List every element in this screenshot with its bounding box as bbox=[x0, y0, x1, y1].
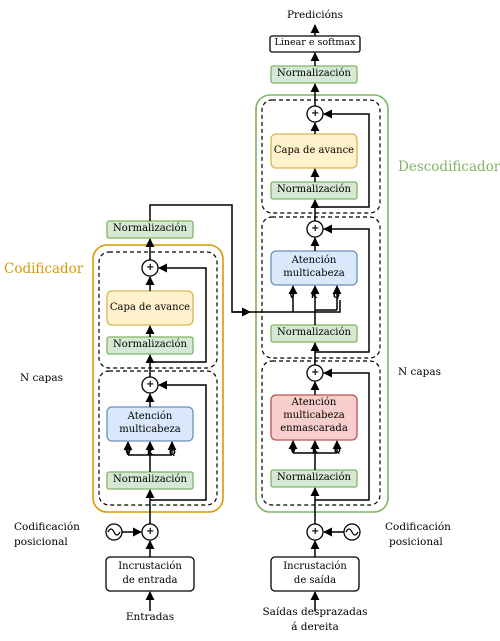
decoder-masked-line2: multicabeza bbox=[283, 410, 345, 421]
decoder-embedding-line2: de saída bbox=[293, 575, 337, 586]
decoder-final-norm-box bbox=[270, 65, 358, 84]
encoder-v-label: V bbox=[125, 448, 132, 457]
plus-enc-pos: + bbox=[146, 526, 155, 537]
encoder-title: Codificador bbox=[4, 261, 84, 277]
predictions-label: Predicións bbox=[286, 9, 344, 21]
encoder-embedding-line1: Incrustación bbox=[118, 561, 182, 572]
encoder-pos-enc-icon bbox=[105, 523, 123, 541]
encoder-frame bbox=[92, 244, 224, 513]
decoder-cross-line1: Atención bbox=[291, 255, 337, 266]
plus-dec-cross: + bbox=[311, 223, 320, 234]
decoder-title: Descodificador bbox=[398, 159, 500, 175]
decoder-masked-line3: enmascarada bbox=[280, 423, 348, 434]
n-layers-encoder-label: N capas bbox=[20, 372, 64, 384]
decoder-cross-v-label: V bbox=[289, 291, 296, 300]
decoder-cross-line2: multicabeza bbox=[283, 268, 345, 279]
encoder-attention-line2: multicabeza bbox=[119, 424, 181, 435]
decoder-norm-masked-box bbox=[270, 469, 358, 488]
decoder-ff-sublayer bbox=[261, 99, 381, 214]
decoder-cross-sublayer bbox=[261, 216, 381, 359]
decoder-feedforward-box bbox=[270, 133, 358, 169]
encoder-norm-ff-label: Normalización bbox=[113, 339, 187, 350]
encoder-k-label: K bbox=[147, 448, 154, 457]
decoder-v-label: V bbox=[290, 446, 297, 455]
encoder-attention-line1: Atención bbox=[127, 411, 173, 422]
inputs-label: Entradas bbox=[125, 611, 175, 623]
plus-dec-pos: + bbox=[311, 526, 320, 537]
encoder-attn-sublayer bbox=[98, 370, 218, 506]
decoder-feedforward-label: Capa de avance bbox=[273, 145, 355, 156]
decoder-masked-sublayer bbox=[261, 360, 381, 506]
decoder-norm-masked-label: Normalización bbox=[277, 472, 351, 483]
encoder-ff-sublayer bbox=[98, 251, 218, 369]
encoder-q-label: Q bbox=[169, 448, 176, 457]
pos-enc-right-line2: posicional bbox=[389, 536, 443, 548]
decoder-masked-line1: Atención bbox=[291, 397, 337, 408]
decoder-q-label: Q bbox=[334, 446, 341, 455]
decoder-norm-cross-label: Normalización bbox=[277, 327, 351, 338]
outputs-label-line1: Saídas desprazadas bbox=[262, 606, 368, 618]
pos-enc-left-line1: Codificación bbox=[14, 521, 80, 533]
decoder-frame bbox=[255, 94, 389, 513]
outputs-label-line2: á dereita bbox=[291, 621, 339, 633]
decoder-pos-enc-icon bbox=[343, 523, 361, 541]
plus-enc-attn: + bbox=[146, 379, 155, 390]
decoder-final-norm-label: Normalización bbox=[277, 68, 351, 79]
decoder-k-label: K bbox=[312, 446, 319, 455]
pos-enc-left-line2: posicional bbox=[14, 536, 68, 548]
decoder-embedding-line1: Incrustación bbox=[283, 561, 347, 572]
decoder-norm-ff-box bbox=[270, 181, 358, 200]
decoder-cross-q-label: Q bbox=[333, 291, 340, 300]
plus-dec-masked: + bbox=[311, 367, 320, 378]
decoder-norm-ff-label: Normalización bbox=[277, 184, 351, 195]
decoder-cross-k-label: K bbox=[311, 291, 318, 300]
plus-enc-ff: + bbox=[146, 262, 155, 273]
pos-enc-right-line1: Codificación bbox=[385, 521, 451, 533]
decoder-masked-attention-box bbox=[270, 394, 358, 441]
decoder-norm-cross-box bbox=[270, 324, 358, 343]
encoder-final-norm-label: Normalización bbox=[113, 223, 187, 234]
n-layers-decoder-label: N capas bbox=[398, 366, 442, 378]
decoder-cross-attention-box bbox=[270, 250, 358, 286]
encoder-norm-attn-label: Normalización bbox=[113, 474, 187, 485]
encoder-feedforward-label: Capa de avance bbox=[109, 302, 191, 313]
linear-softmax-label: Linear e softmax bbox=[274, 37, 356, 48]
plus-dec-ff: + bbox=[311, 108, 320, 119]
encoder-embedding-line2: de entrada bbox=[122, 575, 178, 586]
